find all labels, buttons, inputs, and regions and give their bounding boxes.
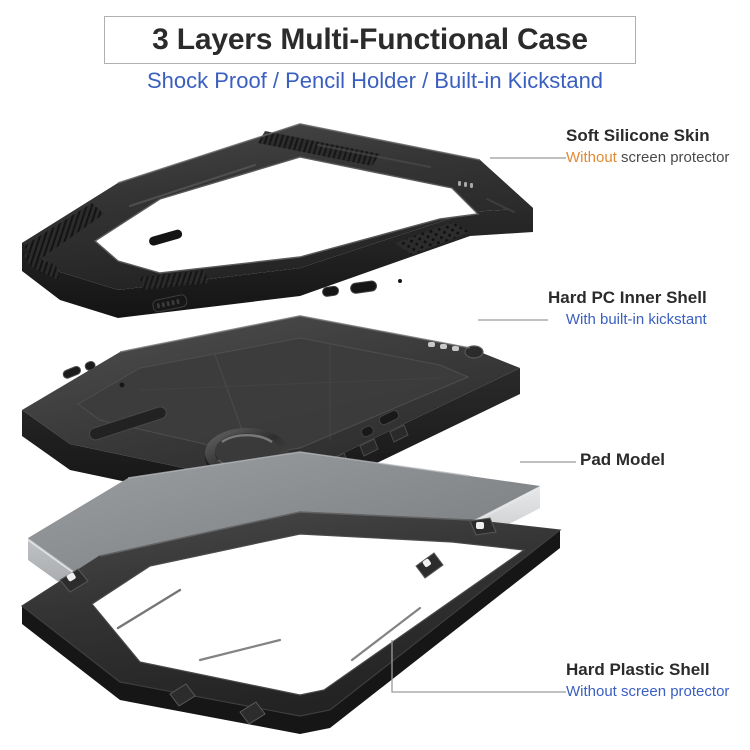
callout-sub-prefix: Without xyxy=(566,149,617,166)
callout-sublabel: Without screen protector xyxy=(566,683,730,700)
callout-sub-rest: screen protector xyxy=(616,149,730,166)
callout-sublabel: With built-in kickstant xyxy=(565,311,707,328)
callout-pad-model: Pad Model xyxy=(580,450,665,470)
layer-pc-inner-shell xyxy=(22,315,520,508)
callout-label: Pad Model xyxy=(580,450,666,469)
title-box: 3 Layers Multi-Functional Case xyxy=(104,16,636,64)
clip-tabs xyxy=(59,517,497,725)
leader-plastic-shell xyxy=(391,640,566,693)
callout-label: Hard Plastic Shell xyxy=(566,660,710,679)
page-title: 3 Layers Multi-Functional Case xyxy=(152,23,588,56)
layer-silicone-skin xyxy=(22,123,533,318)
callout-hard-pc-inner-shell: Hard PC Inner Shell With built-in kickst… xyxy=(548,288,707,330)
callout-soft-silicone-skin: Soft Silicone Skin Without screen protec… xyxy=(566,126,729,168)
callout-hard-plastic-shell: Hard Plastic Shell Without screen protec… xyxy=(566,660,729,702)
callout-sublabel: Without screen protector xyxy=(566,148,729,168)
leader-lines xyxy=(391,157,576,693)
page-subtitle: Shock Proof / Pencil Holder / Built-in K… xyxy=(146,68,604,93)
callout-label: Soft Silicone Skin xyxy=(566,126,710,145)
callout-label: Hard PC Inner Shell xyxy=(548,288,707,307)
layer-plastic-shell xyxy=(20,511,562,734)
